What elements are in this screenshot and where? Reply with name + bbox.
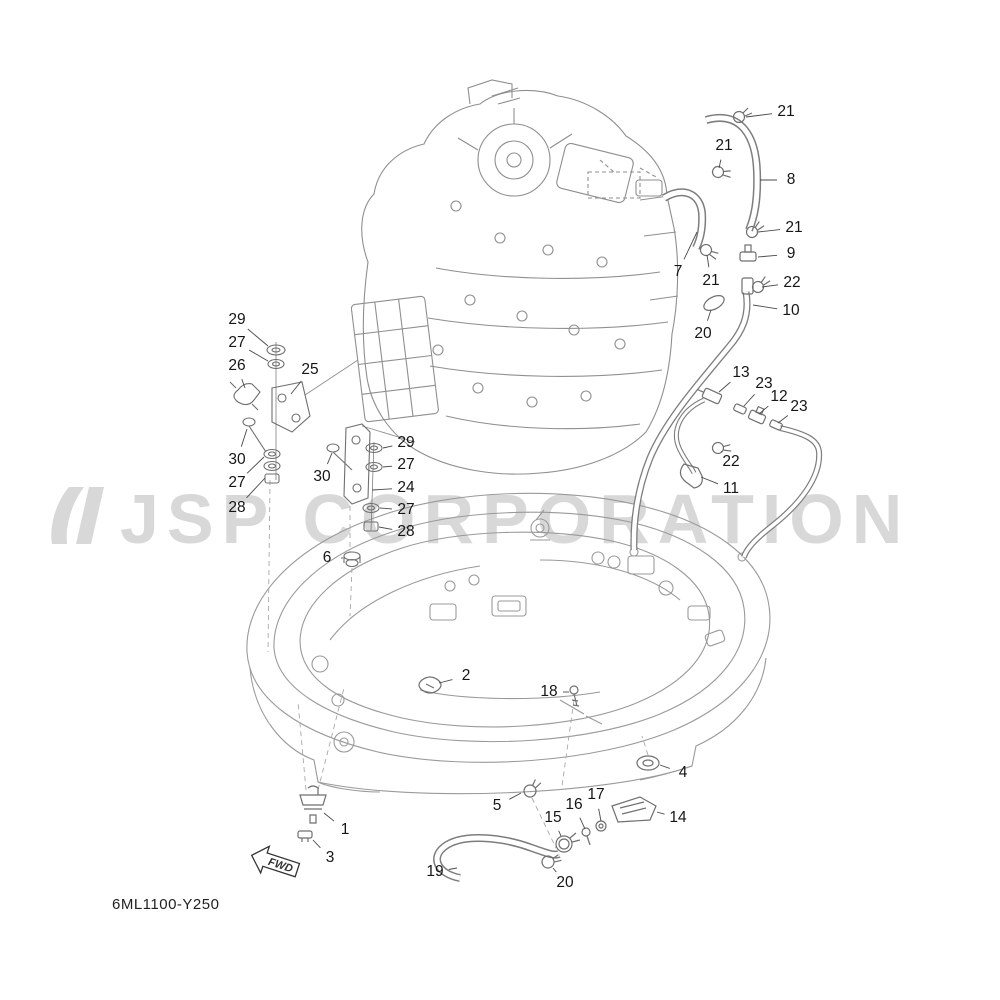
bracket-parts	[229, 342, 383, 568]
watermark: JSP CORPORATION	[48, 484, 910, 554]
engine-block	[304, 79, 679, 475]
hoses	[433, 114, 823, 882]
construction-lines	[267, 479, 649, 849]
watermark-text: JSP CORPORATION	[120, 480, 911, 558]
jsp-logo-watermark	[51, 487, 104, 544]
bottom-parts	[297, 676, 660, 869]
drawing-code: 6ML1100-Y250	[112, 896, 220, 913]
bottom-cowling	[246, 492, 771, 795]
